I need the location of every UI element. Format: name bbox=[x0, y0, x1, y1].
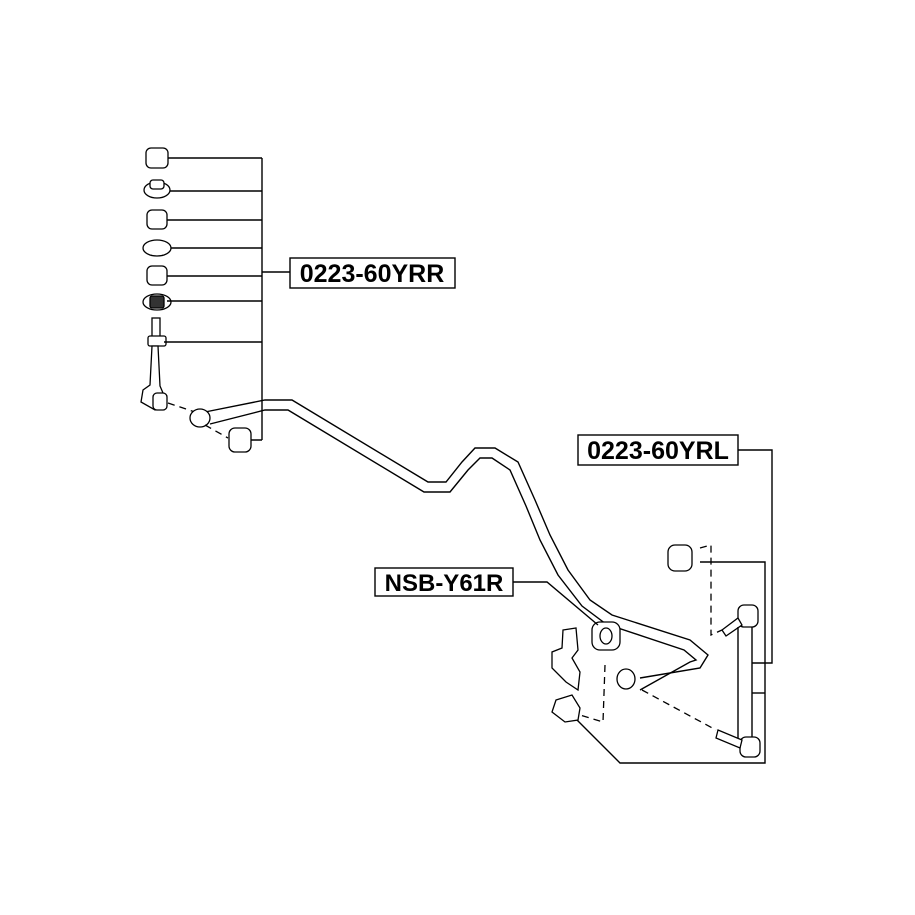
stabilizer-bar bbox=[204, 399, 709, 691]
bushing-label-box bbox=[374, 567, 514, 597]
rear-right-leader-lines bbox=[164, 157, 290, 441]
bushing-icon bbox=[189, 408, 211, 428]
ball-joint-icon bbox=[737, 604, 759, 628]
bushing-leader-line bbox=[513, 581, 599, 626]
rear-left-link-parts bbox=[616, 544, 761, 758]
bolt-icon bbox=[721, 617, 743, 637]
bushing-icon bbox=[616, 668, 636, 690]
bushing-label: NSB-Y61R bbox=[385, 570, 504, 597]
rear-left-link-label: 0223-60YRL bbox=[587, 437, 729, 465]
rear-right-link-label: 0223-60YRR bbox=[300, 260, 445, 288]
bolt-icon bbox=[151, 317, 161, 339]
rear-right-link-label-box bbox=[289, 257, 456, 289]
washer-icon bbox=[142, 239, 172, 257]
rear-left-link-label-box bbox=[577, 434, 739, 466]
nut-icon bbox=[667, 544, 693, 572]
bracket-icon bbox=[551, 694, 581, 723]
bushing-icon bbox=[146, 209, 168, 230]
nut-icon bbox=[228, 427, 252, 453]
bracket-icon bbox=[551, 627, 581, 692]
bushing-icon bbox=[146, 265, 168, 286]
nut-icon bbox=[145, 147, 169, 169]
bolt-icon bbox=[715, 729, 743, 749]
rear-left-leader-lines bbox=[574, 449, 773, 764]
rear-right-link-parts bbox=[140, 147, 252, 453]
bushing-parts bbox=[551, 621, 621, 723]
